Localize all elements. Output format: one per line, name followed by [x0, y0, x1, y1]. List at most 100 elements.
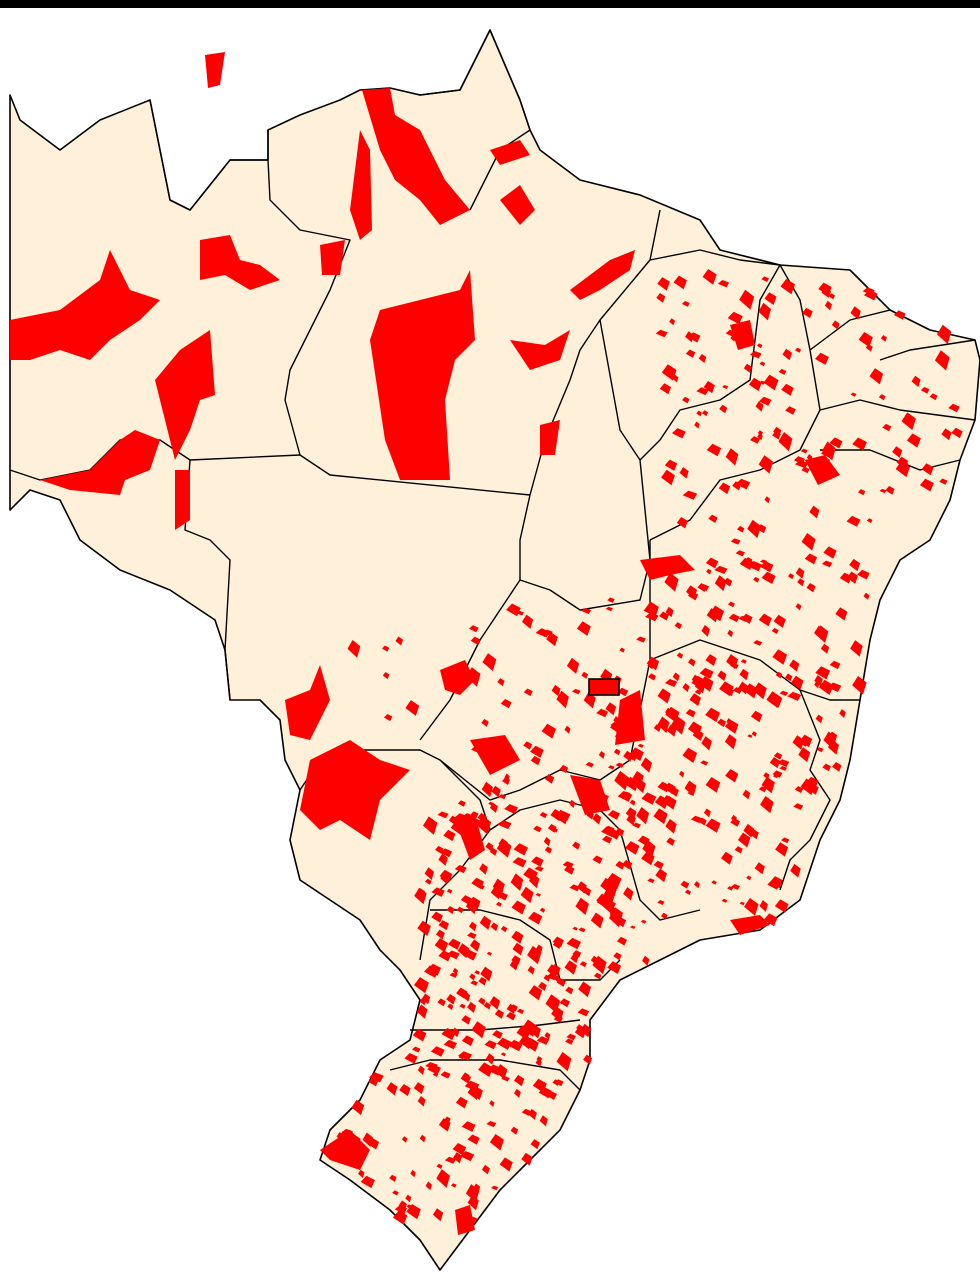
- small-municipality: [523, 867, 538, 882]
- small-municipality: [655, 868, 667, 883]
- small-municipality: [626, 710, 633, 716]
- small-municipality: [530, 745, 544, 758]
- small-municipality: [828, 731, 838, 743]
- small-municipality: [725, 329, 737, 337]
- small-municipality: [737, 321, 748, 334]
- small-municipality: [437, 811, 449, 819]
- small-municipality: [629, 747, 644, 761]
- small-municipality: [866, 518, 873, 524]
- small-municipality: [630, 925, 636, 929]
- small-municipality: [790, 863, 801, 878]
- small-municipality: [497, 678, 505, 687]
- hl-region-amazonas-west: [10, 250, 160, 360]
- small-municipality: [417, 920, 431, 937]
- small-municipality: [804, 553, 818, 565]
- small-municipality: [671, 715, 686, 735]
- small-municipality: [523, 688, 533, 696]
- small-municipality: [774, 899, 789, 913]
- small-municipality: [490, 922, 499, 932]
- small-municipality: [705, 557, 719, 569]
- small-municipality: [657, 900, 665, 905]
- hl-region-ce: [730, 320, 755, 350]
- small-municipality: [758, 613, 772, 627]
- small-municipality: [410, 1169, 416, 1178]
- small-municipality: [613, 748, 621, 756]
- small-municipality: [726, 688, 734, 697]
- small-municipality: [714, 565, 728, 574]
- small-municipality: [744, 898, 759, 916]
- small-municipality: [742, 789, 751, 800]
- small-municipality: [820, 643, 830, 654]
- small-municipality: [461, 1015, 471, 1025]
- small-municipality: [613, 716, 620, 725]
- small-municipality: [476, 815, 492, 835]
- small-municipality: [586, 811, 594, 820]
- small-municipality: [564, 725, 571, 734]
- small-municipality: [474, 847, 480, 855]
- small-municipality: [401, 1136, 408, 1143]
- small-municipality: [849, 558, 861, 572]
- small-municipality: [847, 571, 858, 584]
- small-municipality: [661, 469, 675, 486]
- small-municipality: [440, 848, 453, 858]
- small-municipality: [730, 538, 741, 545]
- small-municipality: [421, 993, 431, 1005]
- small-municipality: [632, 707, 641, 719]
- small-municipality: [382, 645, 390, 652]
- small-municipality: [553, 1015, 563, 1023]
- small-municipality: [399, 1084, 411, 1097]
- small-municipality: [469, 1085, 483, 1100]
- small-municipality: [850, 392, 857, 397]
- small-municipality: [717, 280, 730, 288]
- small-municipality: [411, 1046, 421, 1053]
- small-municipality: [680, 880, 690, 889]
- small-municipality: [596, 708, 609, 718]
- small-municipality: [457, 800, 466, 807]
- small-municipality: [829, 660, 841, 670]
- small-municipality: [491, 785, 501, 798]
- small-municipality: [755, 401, 764, 412]
- small-municipality: [779, 766, 787, 771]
- small-municipality: [534, 866, 544, 872]
- small-municipality: [664, 679, 678, 687]
- small-municipality: [730, 335, 736, 342]
- small-municipality: [629, 799, 636, 806]
- small-municipality: [452, 967, 458, 975]
- small-municipality: [640, 757, 652, 773]
- small-municipality: [809, 505, 820, 519]
- small-municipality: [734, 846, 743, 854]
- small-municipality: [499, 1157, 513, 1172]
- small-municipality: [822, 763, 831, 772]
- small-municipality: [797, 578, 805, 587]
- small-municipality: [413, 1082, 425, 1095]
- small-municipality: [951, 427, 963, 439]
- small-municipality: [857, 569, 870, 580]
- small-municipality: [806, 454, 813, 462]
- small-municipality: [719, 404, 728, 414]
- small-municipality: [818, 282, 832, 296]
- small-municipality: [617, 791, 633, 802]
- small-municipality: [446, 950, 460, 960]
- small-municipality: [725, 448, 739, 466]
- small-municipality: [489, 996, 501, 1010]
- small-municipality: [941, 428, 952, 441]
- small-municipality: [477, 884, 485, 890]
- small-municipality: [447, 1003, 454, 1010]
- small-municipality: [701, 410, 708, 416]
- small-municipality: [621, 859, 633, 870]
- small-municipality: [747, 519, 761, 539]
- small-municipality: [405, 1194, 412, 1203]
- small-municipality: [846, 515, 861, 527]
- small-municipality: [479, 915, 492, 930]
- small-municipality: [398, 1200, 407, 1211]
- small-municipality: [556, 1051, 572, 1072]
- small-municipality: [605, 702, 617, 716]
- small-municipality: [619, 647, 625, 653]
- small-municipality: [750, 710, 763, 723]
- small-municipality: [539, 907, 546, 913]
- small-municipality: [700, 760, 709, 766]
- small-municipality: [706, 443, 722, 457]
- small-municipality: [664, 572, 679, 592]
- small-municipality: [769, 876, 783, 889]
